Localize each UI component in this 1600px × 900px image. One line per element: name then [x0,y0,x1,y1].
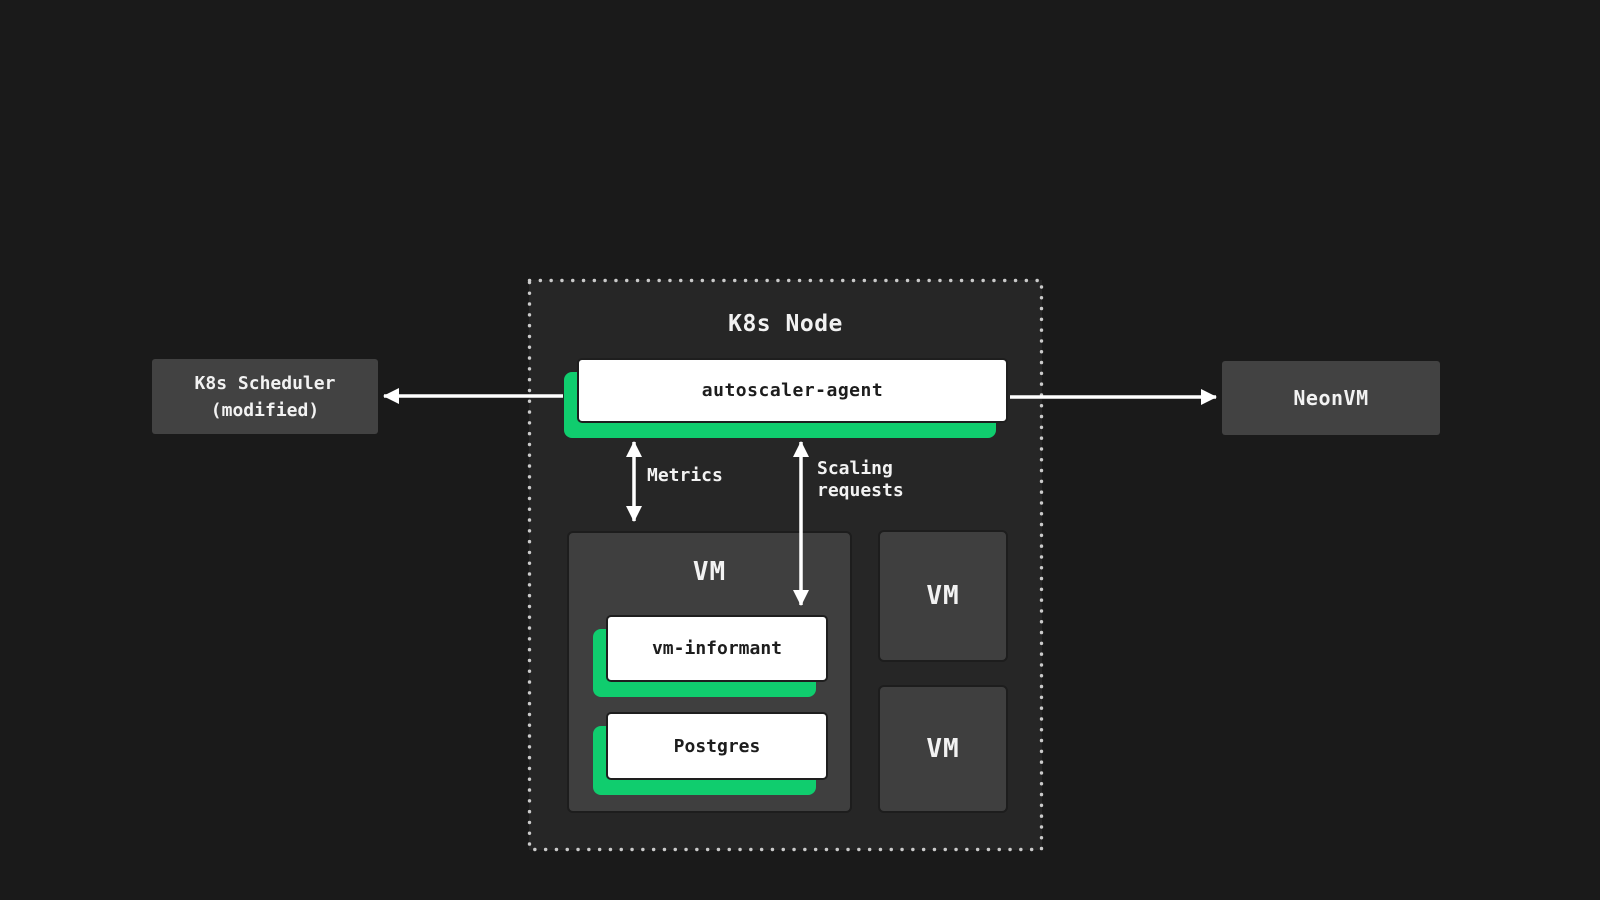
vm-secondary-top-box: VM [878,530,1008,662]
metrics-edge-label: Metrics [647,465,723,486]
scaling-requests-edge-label: Scaling requests [817,458,904,501]
autoscaler-agent-label: autoscaler-agent [701,380,884,401]
vm-informant-box: vm-informant [606,615,828,682]
postgres-label: Postgres [673,735,761,757]
vm-secondary-top-label: VM [926,581,960,611]
autoscaler-agent-box: autoscaler-agent [577,358,1008,423]
vm-secondary-bottom-label: VM [926,734,960,764]
vm-informant-label: vm-informant [651,638,783,659]
k8s-node-container: K8s Node autoscaler-agent Metrics Scalin… [529,280,1042,850]
postgres-box: Postgres [606,712,828,780]
vm-main-box: VM vm-informant Postgres [567,531,852,813]
k8s-scheduler-label: K8s Scheduler (modified) [194,372,336,421]
k8s-scheduler-box: K8s Scheduler (modified) [152,359,378,434]
neonvm-label: NeonVM [1293,386,1369,410]
neonvm-box: NeonVM [1222,361,1440,435]
vm-main-label: VM [692,557,727,587]
vm-secondary-bottom-box: VM [878,685,1008,813]
k8s-node-title: K8s Node [728,311,843,337]
